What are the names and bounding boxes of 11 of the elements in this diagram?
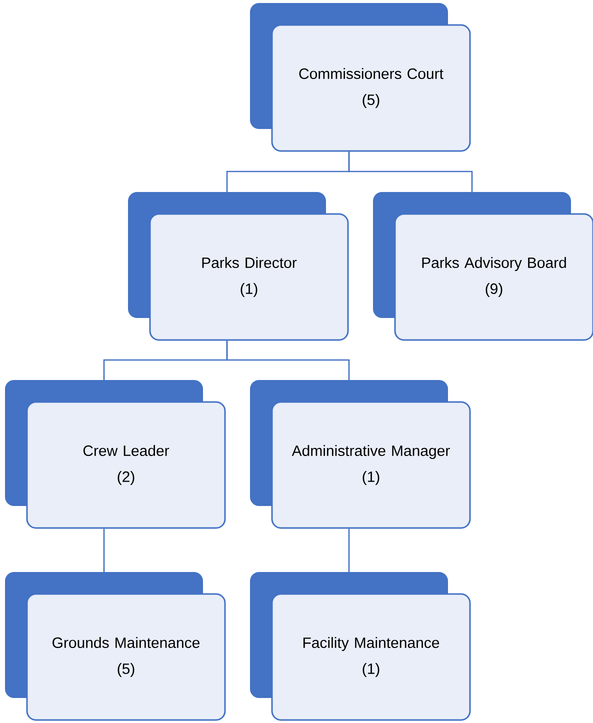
- org-box: Grounds Maintenance (5): [5, 572, 226, 721]
- connector-line: [348, 528, 350, 572]
- org-box: Facility Maintenance (1): [250, 572, 471, 721]
- org-box: Administrative Manager (1): [250, 380, 471, 529]
- connector-line: [103, 528, 105, 572]
- org-box: Crew Leader (2): [5, 380, 226, 529]
- org-box: Commissioners Court (5): [250, 3, 471, 152]
- org-box: Parks Director (1): [128, 192, 349, 341]
- connector-line: [226, 340, 350, 380]
- org-box: Parks Advisory Board (9): [373, 192, 593, 341]
- connector-line: [348, 152, 473, 192]
